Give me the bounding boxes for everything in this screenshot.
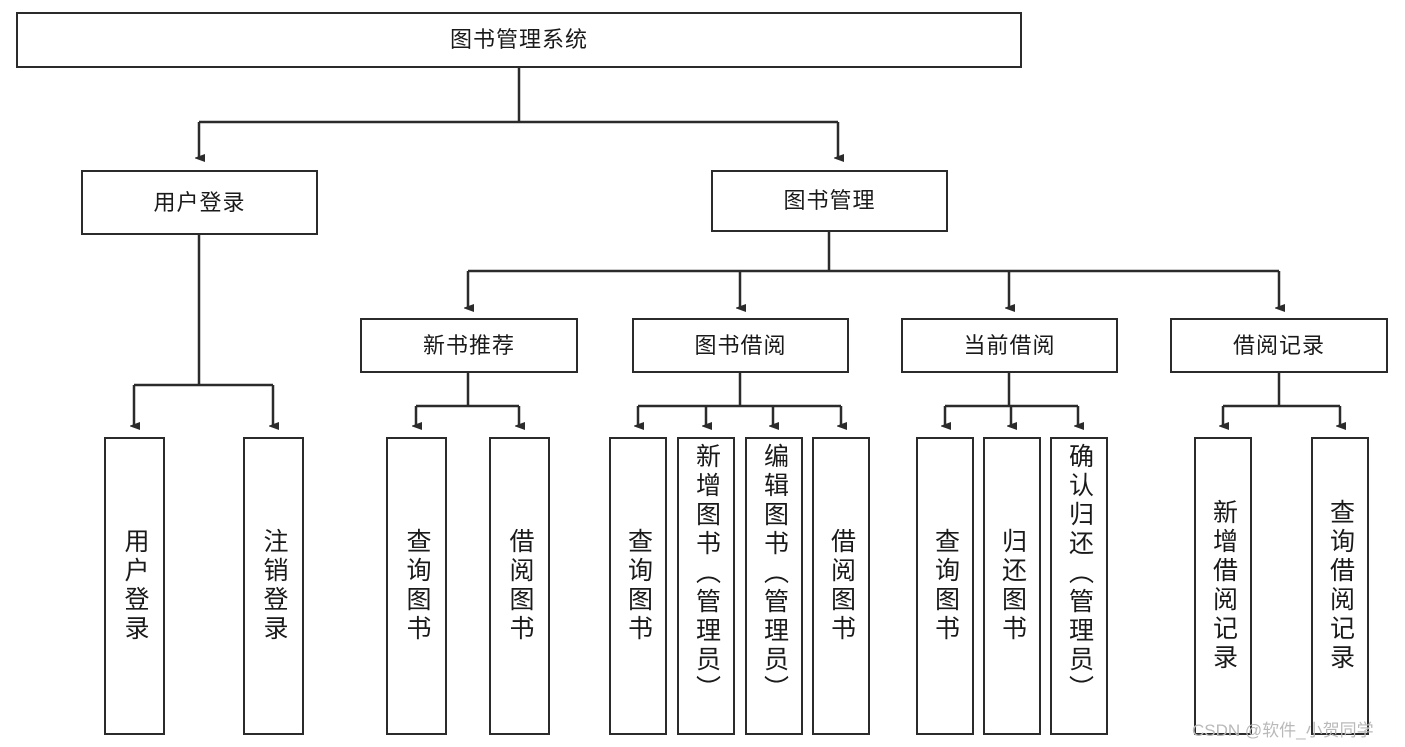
node-leaf-add-book-label: 新增图书（管理员） [692, 443, 721, 704]
node-leaf-logout[interactable]: 注销登录 [243, 437, 304, 735]
node-leaf-borrow-book-1[interactable]: 借阅图书 [489, 437, 550, 735]
node-book-manage[interactable]: 图书管理 [711, 170, 948, 232]
node-current-borrow[interactable]: 当前借阅 [901, 318, 1118, 373]
node-new-book-rec-label: 新书推荐 [422, 332, 515, 358]
node-user-login[interactable]: 用户登录 [81, 170, 318, 235]
node-leaf-query-book-1-label: 查询图书 [403, 528, 431, 644]
node-borrow-record[interactable]: 借阅记录 [1170, 318, 1388, 373]
node-root-label: 图书管理系统 [449, 27, 588, 52]
node-user-login-label: 用户登录 [153, 189, 246, 215]
node-leaf-query-book-2-label: 查询图书 [624, 528, 653, 644]
node-leaf-query-book-3[interactable]: 查询图书 [916, 437, 974, 735]
node-new-book-rec[interactable]: 新书推荐 [360, 318, 578, 373]
node-root[interactable]: 图书管理系统 [16, 12, 1022, 68]
node-leaf-edit-book-label: 编辑图书（管理员） [760, 443, 789, 704]
node-leaf-add-record-label: 新增借阅记录 [1209, 499, 1238, 673]
node-leaf-add-record[interactable]: 新增借阅记录 [1194, 437, 1252, 735]
node-leaf-add-book[interactable]: 新增图书（管理员） [677, 437, 735, 735]
node-leaf-confirm-return-label: 确认归还（管理员） [1065, 443, 1094, 704]
node-leaf-query-book-2[interactable]: 查询图书 [609, 437, 667, 735]
node-leaf-user-login-label: 用户登录 [121, 528, 149, 644]
csdn-watermark: CSDN @软件_小贺同学 [1192, 721, 1374, 740]
node-leaf-confirm-return[interactable]: 确认归还（管理员） [1050, 437, 1108, 735]
node-book-borrow[interactable]: 图书借阅 [632, 318, 849, 373]
node-borrow-record-label: 借阅记录 [1232, 332, 1325, 358]
node-book-borrow-label: 图书借阅 [694, 332, 787, 358]
node-leaf-edit-book[interactable]: 编辑图书（管理员） [745, 437, 803, 735]
node-leaf-query-book-1[interactable]: 查询图书 [386, 437, 447, 735]
node-leaf-logout-label: 注销登录 [260, 528, 288, 644]
node-leaf-query-book-3-label: 查询图书 [931, 528, 960, 644]
node-leaf-borrow-book-2-label: 借阅图书 [827, 528, 856, 644]
node-leaf-query-record-label: 查询借阅记录 [1326, 499, 1355, 673]
node-leaf-borrow-book-1-label: 借阅图书 [506, 528, 534, 644]
node-current-borrow-label: 当前借阅 [963, 332, 1056, 358]
node-leaf-return-book[interactable]: 归还图书 [983, 437, 1041, 735]
node-leaf-user-login[interactable]: 用户登录 [104, 437, 165, 735]
node-book-manage-label: 图书管理 [783, 188, 876, 213]
node-leaf-borrow-book-2[interactable]: 借阅图书 [812, 437, 870, 735]
node-leaf-query-record[interactable]: 查询借阅记录 [1311, 437, 1369, 735]
node-leaf-return-book-label: 归还图书 [998, 528, 1027, 644]
